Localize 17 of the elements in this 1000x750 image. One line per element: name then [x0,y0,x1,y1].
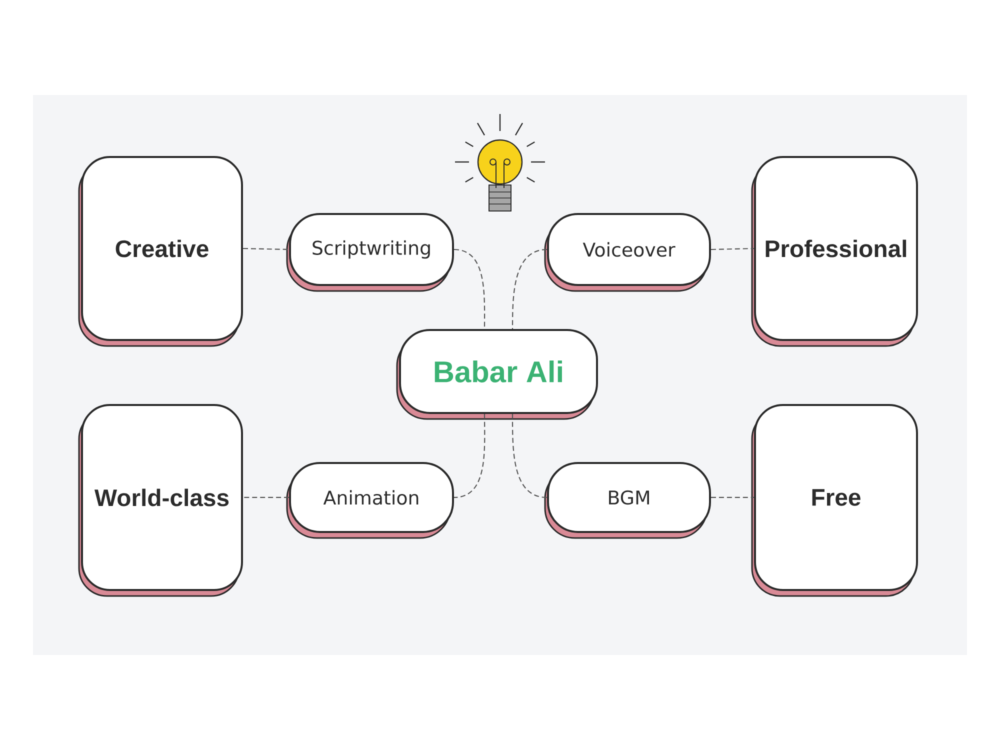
connector-line [711,496,754,498]
connector-line [454,248,486,329]
connector-line [512,248,548,329]
connector-line [243,248,290,250]
card-box: Free [751,404,918,597]
card-box: Professional [751,156,918,347]
connector-line [711,248,754,250]
card-box: Creative [78,156,243,347]
center-box: Babar Ali [396,328,598,420]
connector-line [243,496,289,498]
pill-box: BGM [544,462,711,539]
pill-box: Voiceover [544,212,711,292]
connector-line [512,414,548,498]
pill-box: Scriptwriting [286,212,454,292]
pill-box: Animation [286,462,454,539]
card-box: World-class [78,404,243,597]
connector-line [454,414,486,498]
